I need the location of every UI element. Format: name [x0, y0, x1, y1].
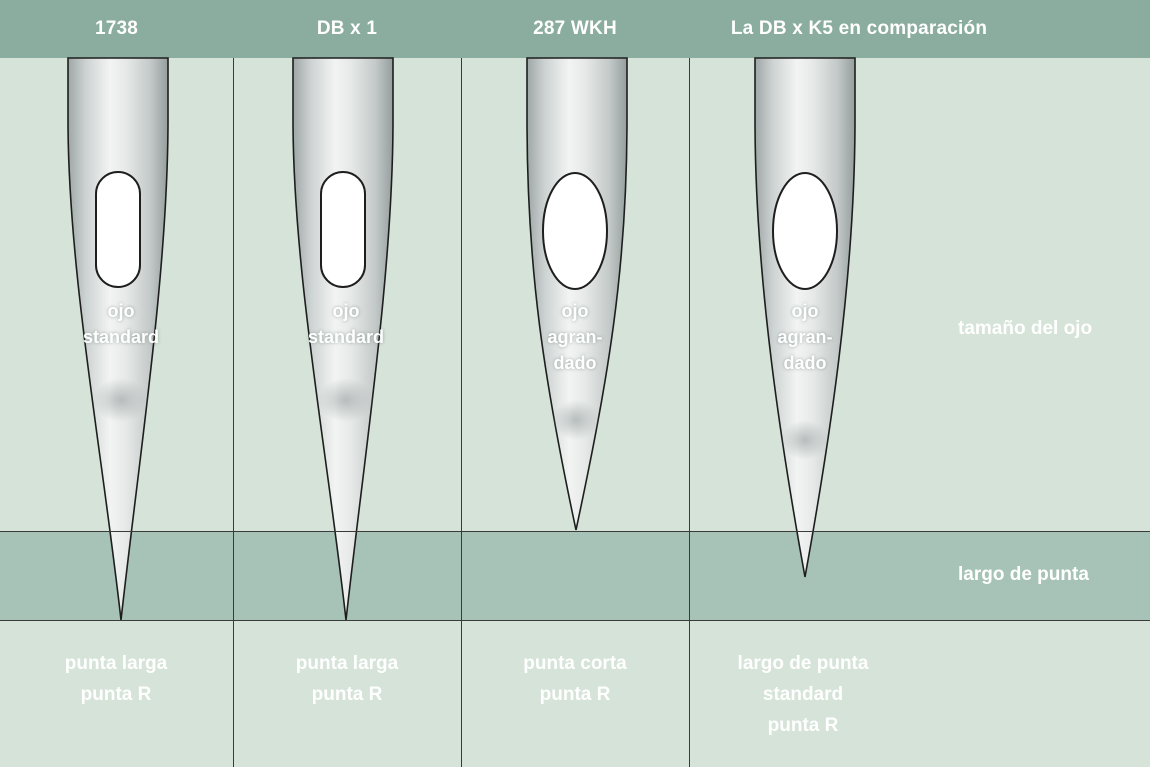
eye-label-line: agran- [777, 327, 833, 347]
eye-label-line: ojo [332, 301, 360, 321]
footer-1738: punta larga punta R [2, 648, 230, 710]
footer-line: punta R [767, 715, 839, 736]
footer-db-x-k5: largo de punta standard punta R [689, 648, 917, 741]
column-header-db-x-1: DB x 1 [316, 18, 378, 39]
column-header-1738: 1738 [94, 18, 139, 39]
footer-line: largo de punta [737, 653, 869, 674]
footer-line: punta R [80, 684, 152, 705]
eye-label-db-x-1: ojo standard [276, 298, 416, 350]
footer-db-x-1: punta larga punta R [233, 648, 461, 710]
eye-label-1738: ojo standard [51, 298, 191, 350]
footer-line: punta larga [295, 653, 399, 674]
eye-label-line: ojo [791, 301, 819, 321]
needle-287-wkh [526, 57, 628, 531]
divider-eye-tip [0, 531, 1150, 532]
header-band [0, 0, 1150, 58]
eye-label-line: dado [783, 353, 827, 373]
footer-287-wkh: punta corta punta R [461, 648, 689, 710]
eye-label-line: ojo [561, 301, 589, 321]
footer-line: punta larga [64, 653, 168, 674]
eye-label-line: standard [307, 327, 385, 347]
footer-band [0, 620, 1150, 767]
row-label-point-length: largo de punta [958, 564, 1089, 585]
needle-db-x-k5 [754, 57, 856, 578]
column-header-287-wkh: 287 WKH [533, 18, 617, 39]
eye-label-line: dado [553, 353, 597, 373]
point-length-band [0, 531, 1150, 620]
footer-line: punta R [539, 684, 611, 705]
footer-line: punta R [311, 684, 383, 705]
eye-label-line: agran- [547, 327, 603, 347]
column-divider-2 [461, 58, 462, 767]
needle-1738 [67, 57, 169, 621]
column-divider-1 [233, 58, 234, 767]
eye-label-287-wkh: ojo agran- dado [505, 298, 645, 376]
column-divider-3 [689, 58, 690, 767]
column-header-db-x-k5: La DB x K5 en comparación [730, 18, 988, 39]
row-label-eye-size: tamaño del ojo [958, 318, 1093, 339]
eye-label-db-x-k5: ojo agran- dado [735, 298, 875, 376]
divider-tip-footer [0, 620, 1150, 621]
needle-db-x-1 [292, 57, 394, 621]
footer-line: standard [762, 684, 844, 705]
footer-line: punta corta [523, 653, 627, 674]
eye-label-line: ojo [107, 301, 135, 321]
eye-label-line: standard [82, 327, 160, 347]
